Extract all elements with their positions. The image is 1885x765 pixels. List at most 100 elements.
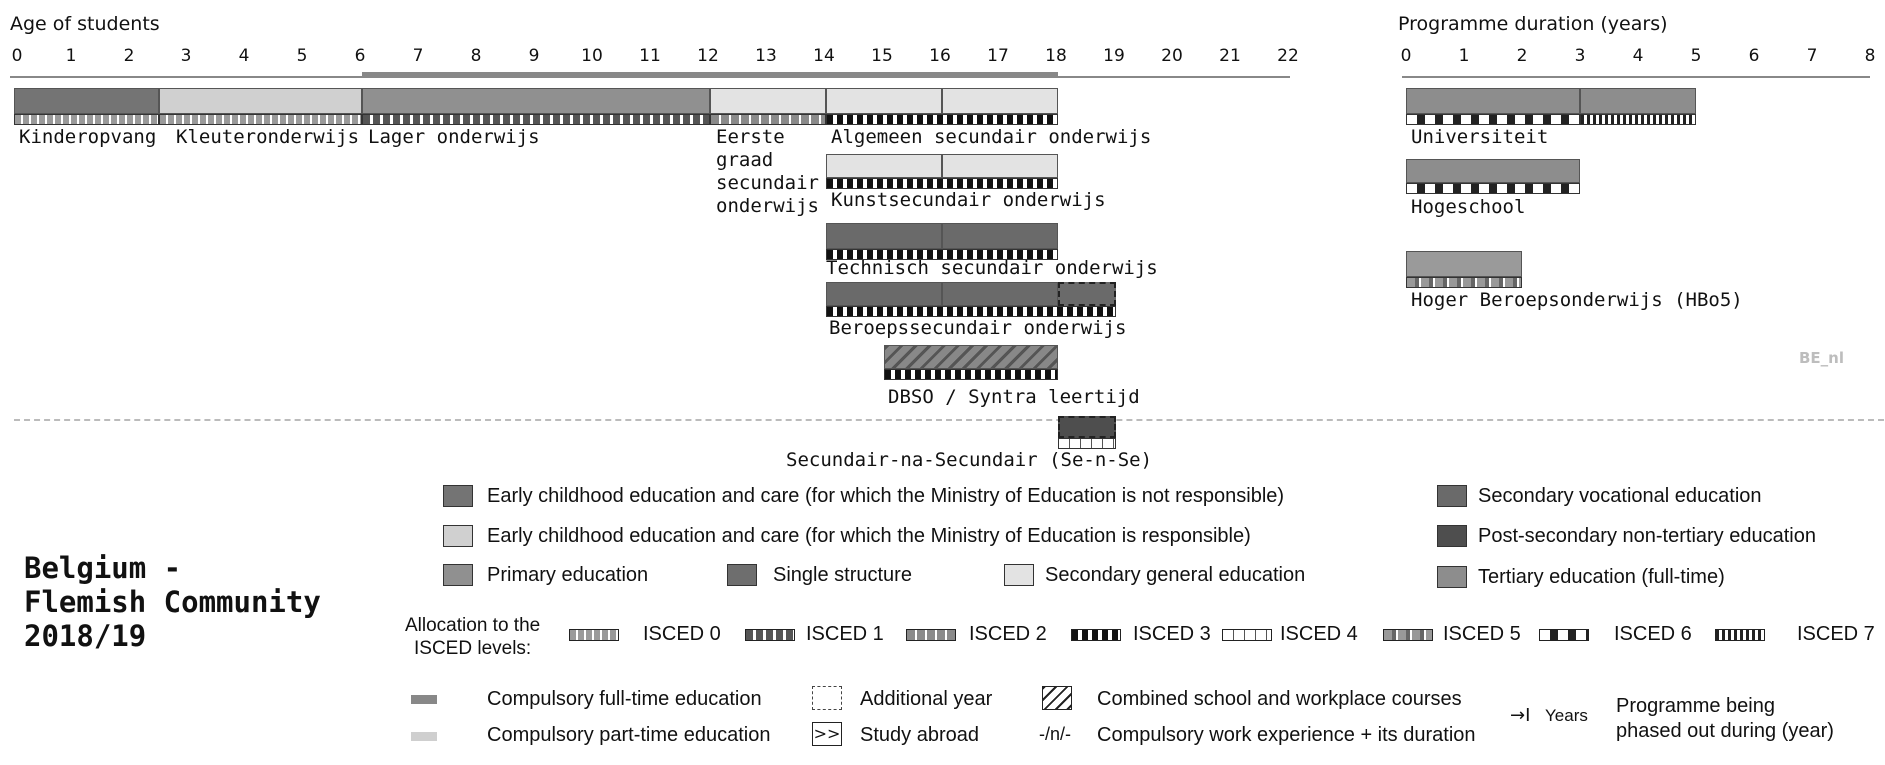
age-tick: 2 bbox=[123, 46, 135, 66]
age-tick: 21 bbox=[1219, 46, 1241, 66]
work-experience-symbol: -/n/- bbox=[1039, 724, 1072, 744]
phased-out-label: Programme being phased out during (year) bbox=[1616, 695, 1834, 742]
isced1-label: ISCED 1 bbox=[806, 623, 884, 645]
age-tick: 1 bbox=[65, 46, 77, 66]
phased-out-arrow-icon: →I bbox=[1510, 705, 1531, 726]
kleuteronderwijs-bar bbox=[159, 88, 362, 114]
sense-bar bbox=[1058, 416, 1116, 438]
isced0-swatch bbox=[569, 629, 619, 641]
kinderopvang-bar bbox=[14, 88, 159, 114]
duration-axis-title: Programme duration (years) bbox=[1398, 13, 1668, 35]
additional-year-label: Additional year bbox=[860, 688, 993, 710]
technisch-year1-bar bbox=[826, 223, 942, 249]
duration-tick: 7 bbox=[1806, 46, 1818, 66]
lager-onderwijs-label: Lager onderwijs bbox=[368, 126, 540, 148]
isced6-label: ISCED 6 bbox=[1614, 623, 1692, 645]
age-tick: 11 bbox=[639, 46, 661, 66]
sense-label: Secundair-na-Secundair (Se-n-Se) bbox=[786, 449, 1153, 471]
beroeps-label: Beroepssecundair onderwijs bbox=[829, 317, 1127, 339]
universiteit-isced6-strip bbox=[1406, 114, 1580, 125]
isced6-swatch bbox=[1539, 629, 1589, 641]
hbo5-label: Hoger Beroepsonderwijs (HBo5) bbox=[1411, 289, 1743, 311]
age-tick: 12 bbox=[697, 46, 719, 66]
age-tick: 13 bbox=[755, 46, 777, 66]
isced2-label: ISCED 2 bbox=[969, 623, 1047, 645]
duration-tick: 1 bbox=[1458, 46, 1470, 66]
beroeps-year2-bar bbox=[942, 282, 1058, 306]
beroeps-additional-year-bar bbox=[1058, 282, 1116, 306]
beroeps-year1-bar bbox=[826, 282, 942, 306]
isced-legend-title: Allocation to the ISCED levels: bbox=[405, 615, 541, 659]
duration-tick: 6 bbox=[1748, 46, 1760, 66]
years-label: Years bbox=[1545, 706, 1588, 725]
isced7-label: ISCED 7 bbox=[1797, 623, 1875, 645]
duration-axis-line bbox=[1402, 76, 1870, 78]
isced4-label: ISCED 4 bbox=[1280, 623, 1358, 645]
duration-tick: 8 bbox=[1864, 46, 1876, 66]
age-tick: 9 bbox=[528, 46, 540, 66]
compulsory-full-swatch bbox=[411, 695, 437, 704]
study-abroad-label: Study abroad bbox=[860, 724, 979, 746]
age-tick: 22 bbox=[1277, 46, 1299, 66]
technisch-year2-bar bbox=[942, 223, 1058, 249]
lager-onderwijs-isced-strip bbox=[362, 114, 710, 125]
hogeschool-label: Hogeschool bbox=[1411, 196, 1526, 218]
legend-swatch-single bbox=[727, 564, 757, 586]
isced0-label: ISCED 0 bbox=[643, 623, 721, 645]
legend-tertiary: Tertiary education (full-time) bbox=[1478, 566, 1725, 588]
hogeschool-isced-strip bbox=[1406, 183, 1580, 194]
algemeen-label: Algemeen secundair onderwijs bbox=[831, 126, 1152, 148]
legend-swatch-tertiary bbox=[1437, 566, 1467, 588]
age-tick: 3 bbox=[180, 46, 192, 66]
additional-year-swatch bbox=[812, 686, 842, 710]
duration-tick: 5 bbox=[1690, 46, 1702, 66]
kinderopvang-label: Kinderopvang bbox=[19, 126, 157, 148]
legend-swatch-primary bbox=[443, 564, 473, 586]
hogeschool-bar bbox=[1406, 159, 1580, 183]
age-tick: 10 bbox=[581, 46, 603, 66]
kinderopvang-isced-strip bbox=[14, 114, 159, 125]
age-tick: 17 bbox=[987, 46, 1009, 66]
kleuteronderwijs-label: Kleuteronderwijs bbox=[176, 126, 360, 148]
age-tick: 0 bbox=[11, 46, 23, 66]
dbso-isced-strip bbox=[884, 369, 1058, 380]
age-tick: 18 bbox=[1045, 46, 1067, 66]
age-tick: 19 bbox=[1103, 46, 1125, 66]
eerste-graad-bar bbox=[710, 88, 826, 114]
kleuteronderwijs-isced-strip bbox=[159, 114, 362, 125]
legend-postsec: Post-secondary non-tertiary education bbox=[1478, 525, 1816, 547]
universiteit-master-bar bbox=[1580, 88, 1696, 114]
beroeps-isced-strip bbox=[826, 306, 1116, 317]
universiteit-isced7-strip bbox=[1580, 114, 1696, 125]
lager-onderwijs-bar bbox=[362, 88, 710, 114]
eerste-graad-isced-strip bbox=[710, 114, 826, 125]
isced5-label: ISCED 5 bbox=[1443, 623, 1521, 645]
sense-isced-strip bbox=[1058, 438, 1116, 449]
compulsory-education-bar bbox=[362, 72, 1058, 78]
legend-swatch-secgen bbox=[1004, 564, 1034, 586]
age-tick: 20 bbox=[1161, 46, 1183, 66]
eerste-graad-label: Eerste graad secundair onderwijs bbox=[716, 126, 819, 217]
hbo5-bar bbox=[1406, 251, 1522, 277]
duration-tick: 3 bbox=[1574, 46, 1586, 66]
isced2-swatch bbox=[906, 629, 956, 641]
legend-ecec-r: Early childhood education and care (for … bbox=[487, 525, 1251, 547]
duration-tick: 4 bbox=[1632, 46, 1644, 66]
hbo5-isced-strip bbox=[1406, 277, 1522, 288]
duration-tick: 0 bbox=[1400, 46, 1412, 66]
kunst-year1-bar bbox=[826, 154, 942, 178]
isced3-swatch bbox=[1071, 629, 1121, 641]
combined-courses-label: Combined school and workplace courses bbox=[1097, 688, 1462, 710]
work-experience-label: Compulsory work experience + its duratio… bbox=[1097, 724, 1476, 746]
compulsory-full-label: Compulsory full-time education bbox=[487, 688, 762, 710]
compulsory-part-swatch bbox=[411, 732, 437, 741]
combined-courses-swatch bbox=[1042, 686, 1072, 710]
legend-single: Single structure bbox=[773, 564, 912, 586]
universiteit-label: Universiteit bbox=[1411, 126, 1549, 148]
legend-ecec-nr: Early childhood education and care (for … bbox=[487, 485, 1285, 507]
age-tick: 4 bbox=[238, 46, 250, 66]
technisch-isced-strip bbox=[826, 249, 1058, 260]
isced7-swatch bbox=[1715, 629, 1765, 641]
isced3-label: ISCED 3 bbox=[1133, 623, 1211, 645]
kunst-year2-bar bbox=[942, 154, 1058, 178]
